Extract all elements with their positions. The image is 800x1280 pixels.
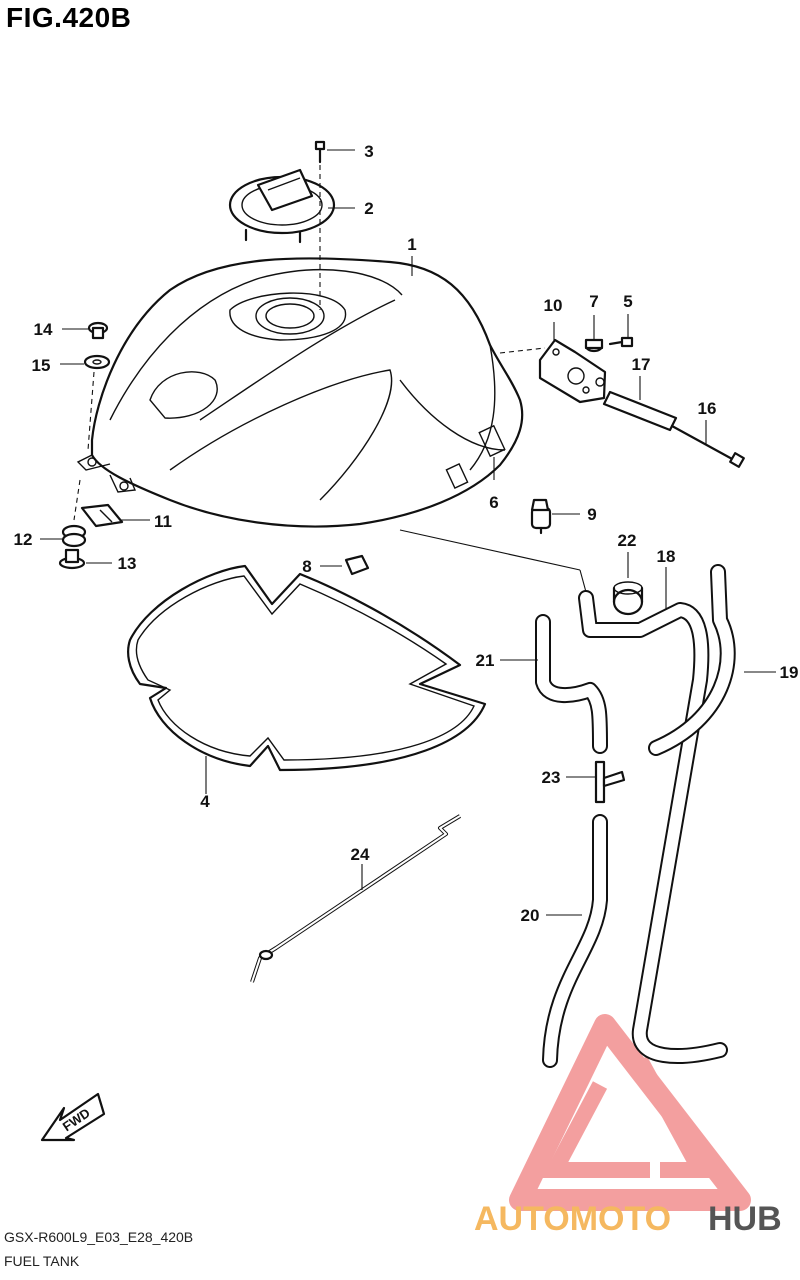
callout-numbers: 1 2 3 4 5 6 7 8 9 10 11 12 13 14 15 16 1… (14, 142, 799, 925)
callout-23: 23 (542, 768, 561, 787)
hose-18 (578, 590, 728, 1064)
callout-15: 15 (32, 356, 51, 375)
callout-8: 8 (302, 557, 311, 576)
callout-18: 18 (657, 547, 676, 566)
callout-12: 12 (14, 530, 33, 549)
joint-23 (594, 760, 626, 804)
leader-lines (40, 149, 776, 916)
section-name: FUEL TANK (4, 1253, 80, 1269)
callout-6: 6 (489, 493, 498, 512)
rod-24 (250, 814, 462, 983)
callout-9: 9 (587, 505, 596, 524)
model-code: GSX-R600L9_E03_E28_420B (4, 1229, 194, 1245)
tank-seal (127, 564, 487, 772)
clip-8 (344, 554, 370, 576)
callout-20: 20 (521, 906, 540, 925)
callout-22: 22 (618, 531, 637, 550)
collar-13 (58, 548, 86, 570)
callout-13: 13 (118, 554, 137, 573)
fuel-cap (228, 168, 336, 244)
callout-4: 4 (200, 792, 210, 811)
bolt-16 (670, 424, 745, 468)
callout-17: 17 (632, 355, 651, 374)
cap-bolt (314, 140, 326, 164)
callout-10: 10 (544, 296, 563, 315)
damper-9 (530, 498, 552, 535)
callout-24: 24 (351, 845, 370, 864)
plate-10 (538, 338, 607, 404)
cap-nut-7 (584, 338, 604, 353)
watermark-logo (509, 1014, 751, 1211)
fuel-tank (76, 257, 524, 528)
callout-2: 2 (364, 199, 373, 218)
ring-22 (612, 581, 644, 616)
watermark-text-automoto: AUTOMOTO (474, 1200, 671, 1238)
callout-21: 21 (476, 651, 495, 670)
hose-19 (648, 564, 736, 756)
collar-17 (602, 390, 678, 432)
callout-14: 14 (34, 320, 53, 339)
washer-15 (83, 354, 111, 370)
forward-arrow: FWD (40, 1092, 106, 1142)
watermark-text-hub: HUB (708, 1200, 782, 1238)
callout-3: 3 (364, 142, 373, 161)
callout-19: 19 (780, 663, 799, 682)
hose-20 (542, 814, 608, 1068)
figure-title: FIG.420B (6, 2, 132, 33)
hose-21 (535, 614, 608, 754)
bolt-14 (87, 321, 109, 340)
callout-5: 5 (623, 292, 632, 311)
callout-16: 16 (698, 399, 717, 418)
callout-11: 11 (154, 512, 172, 531)
callout-7: 7 (589, 292, 598, 311)
watermark-text: AUTOMOTO HUB (474, 1200, 782, 1238)
cushion-12 (61, 524, 87, 548)
bracket-11 (80, 503, 124, 528)
bolt-5 (608, 336, 634, 348)
callout-1: 1 (407, 235, 416, 254)
